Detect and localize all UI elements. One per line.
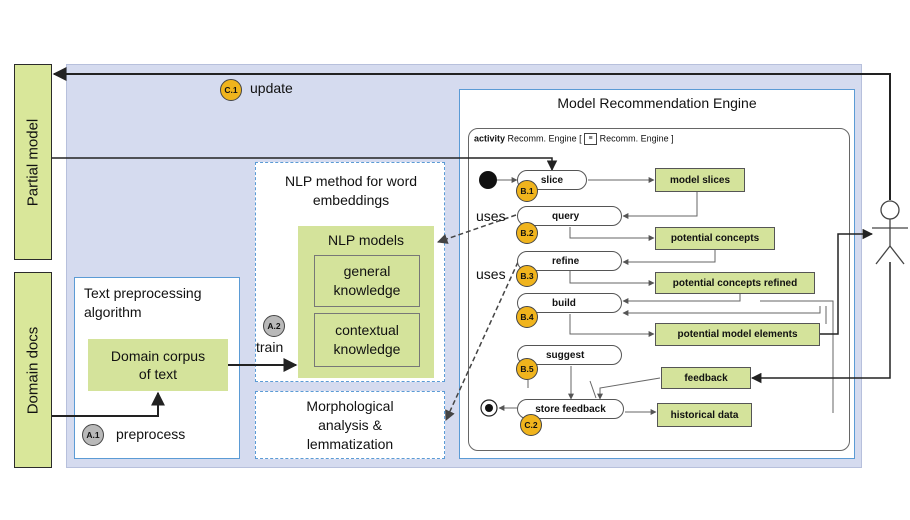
user-actor-icon — [872, 200, 908, 265]
edge-docs-to-corpus — [52, 391, 165, 417]
activity-name: Recomm. Engine [ — [507, 133, 582, 144]
contextual-knowledge-box: contextual knowledge — [314, 313, 420, 367]
partial-model-box: Partial model — [14, 64, 52, 260]
edge-user-feedback — [750, 262, 891, 384]
badge-b1: B.1 — [516, 180, 538, 202]
badge-b2: B.2 — [516, 222, 538, 244]
object-potential-concepts-refined: potential concepts refined — [655, 272, 815, 294]
badge-c1: C.1 — [220, 79, 242, 101]
action-query: query — [517, 206, 622, 226]
object-potential-model-elements: potential model elements — [655, 323, 820, 346]
activity-keyword: activity — [474, 133, 506, 144]
edge-uses-morph — [445, 261, 519, 421]
final-node — [480, 399, 498, 417]
domain-corpus-box: Domain corpus of text — [88, 339, 228, 391]
action-build: build — [517, 293, 622, 313]
morphological-panel: Morphological analysis & lemmatization — [255, 391, 445, 459]
badge-a2: A.2 — [263, 315, 285, 337]
object-potential-concepts: potential concepts — [655, 227, 775, 250]
text-preprocessing-title: Text preprocessing algorithm — [84, 285, 202, 320]
edge-elements-to-user — [820, 228, 874, 335]
general-knowledge-box: general knowledge — [314, 255, 420, 307]
badge-c2: C.2 — [520, 414, 542, 436]
activity-frame-header: activity Recomm. Engine [ ≡ Recomm. Engi… — [474, 133, 674, 145]
update-label: update — [250, 80, 293, 96]
uses-label-2: uses — [476, 266, 506, 282]
badge-a1: A.1 — [82, 424, 104, 446]
edge-partial-to-slice — [52, 157, 558, 172]
nlp-method-title: NLP method for word embeddings — [284, 173, 418, 208]
action-suggest: suggest — [517, 345, 622, 365]
badge-b5: B.5 — [516, 358, 538, 380]
object-historical-data: historical data — [657, 403, 752, 427]
edge-uses-nlp — [437, 214, 517, 244]
edge-update — [52, 67, 891, 200]
uses-label-1: uses — [476, 208, 506, 224]
preprocess-label: preprocess — [116, 426, 186, 442]
action-store-feedback: store feedback — [517, 399, 624, 419]
train-label: train — [256, 339, 284, 355]
initial-node — [479, 171, 497, 189]
domain-docs-box: Domain docs — [14, 272, 52, 468]
object-feedback: feedback — [661, 367, 751, 389]
activity-diagram-icon: ≡ — [584, 133, 598, 145]
badge-b4: B.4 — [516, 306, 538, 328]
activity-flows — [497, 177, 834, 415]
activity-frame — [468, 128, 850, 451]
engine-title: Model Recommendation Engine — [557, 95, 757, 111]
badge-b3: B.3 — [516, 265, 538, 287]
nlp-models-title: NLP models — [327, 232, 404, 248]
action-refine: refine — [517, 251, 622, 271]
activity-name-end: Recomm. Engine ] — [599, 133, 674, 144]
object-model-slices: model slices — [655, 168, 745, 192]
